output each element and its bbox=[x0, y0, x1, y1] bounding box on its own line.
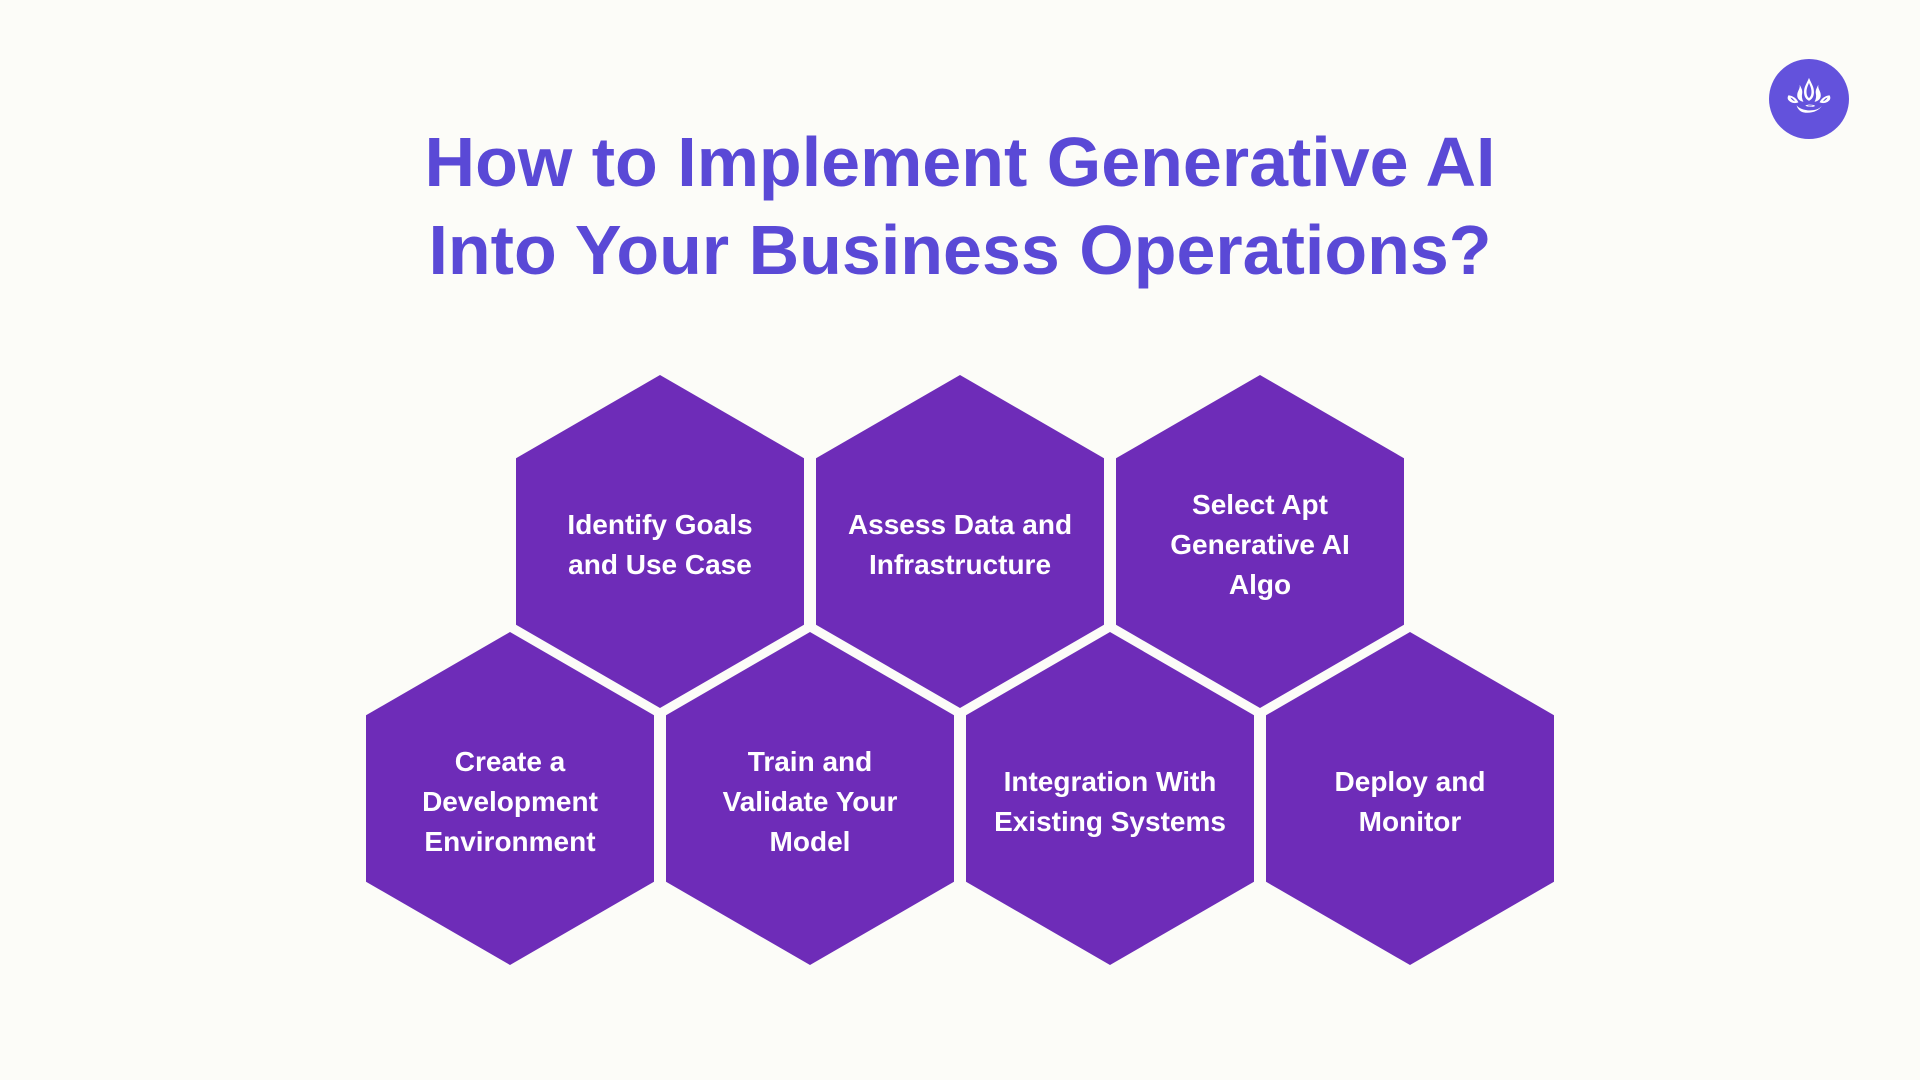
page-title-line-2: Into Your Business Operations? bbox=[428, 211, 1492, 289]
hexagon-identify-goals: Identify Goals and Use Case bbox=[516, 375, 804, 708]
hexagon-create-environment: Create a Development Environment bbox=[366, 632, 654, 965]
hexagon-step-label: Integration With Existing Systems bbox=[994, 765, 1226, 837]
hexagon-train-validate: Train and Validate Your Model bbox=[666, 632, 954, 965]
hexagon-step-label: Select Apt Generative AI Algo bbox=[1170, 488, 1350, 600]
hexagon-step-label: Deploy and Monitor bbox=[1334, 765, 1486, 837]
page-title: How to Implement Generative AI Into Your… bbox=[0, 118, 1920, 294]
hexagon-step-label: Train and Validate Your Model bbox=[722, 745, 898, 857]
lotus-icon bbox=[1778, 68, 1840, 130]
hexagon-assess-data: Assess Data and Infrastructure bbox=[816, 375, 1104, 708]
logo bbox=[1769, 59, 1849, 139]
hexagon-step-label: Assess Data and Infrastructure bbox=[847, 508, 1073, 580]
hexagon-step-label: Create a Development Environment bbox=[422, 745, 598, 857]
hexagon-deploy-monitor: Deploy and Monitor bbox=[1266, 632, 1554, 965]
hexagon-step-label: Identify Goals and Use Case bbox=[567, 508, 753, 580]
hexagon-integration: Integration With Existing Systems bbox=[966, 632, 1254, 965]
hexagon-select-algo: Select Apt Generative AI Algo bbox=[1116, 375, 1404, 708]
page-title-line-1: How to Implement Generative AI bbox=[424, 123, 1496, 201]
